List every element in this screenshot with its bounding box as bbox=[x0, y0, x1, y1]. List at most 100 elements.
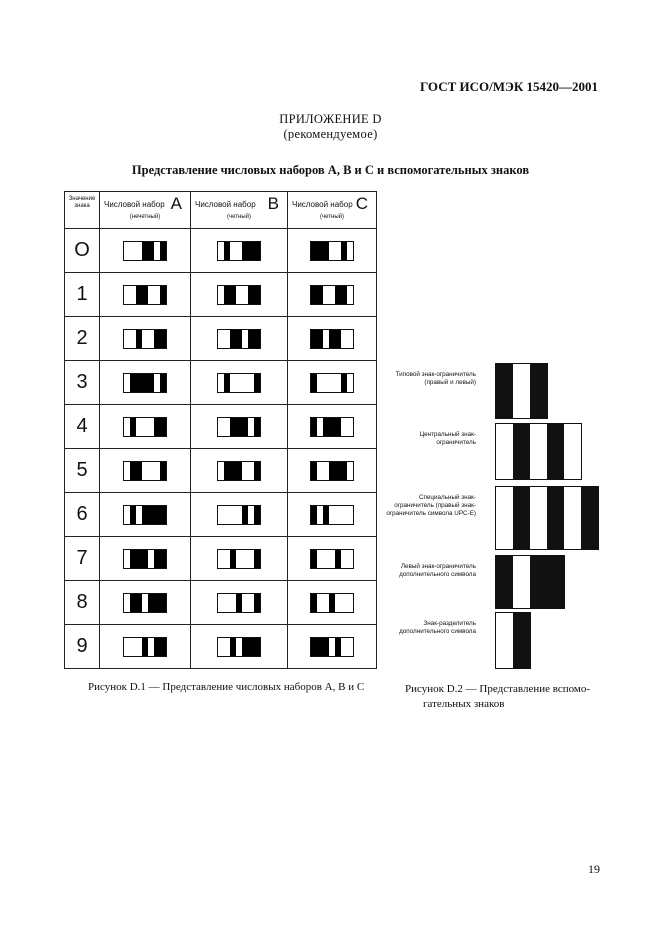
set-a-cell bbox=[99, 448, 191, 493]
barcode-c-6 bbox=[310, 504, 354, 525]
set-c-cell bbox=[287, 492, 377, 537]
set-c-letter: C bbox=[355, 194, 368, 213]
barcode-a-3 bbox=[123, 372, 167, 393]
bar-module bbox=[142, 241, 148, 260]
bar-module bbox=[224, 285, 230, 304]
table-row: 7 bbox=[64, 536, 377, 581]
bar-module bbox=[136, 549, 142, 568]
aux-pattern bbox=[495, 363, 548, 419]
bar-module bbox=[323, 417, 329, 436]
digit-value: 6 bbox=[64, 492, 100, 537]
bar-module bbox=[224, 373, 230, 392]
bar-module bbox=[254, 329, 260, 348]
bar-module bbox=[254, 461, 260, 480]
bar-module bbox=[130, 373, 136, 392]
set-a-cell bbox=[99, 228, 191, 273]
set-c-cell bbox=[287, 272, 377, 317]
bar-module bbox=[160, 329, 166, 348]
set-c-header: Числовой набор C (четный) bbox=[287, 191, 377, 229]
section-title: Представление числовых наборов A, B и C … bbox=[131, 163, 530, 177]
figure-d1-caption: Рисунок D.1 — Представление числовых наб… bbox=[88, 681, 365, 693]
set-a-letter: A bbox=[170, 194, 182, 213]
bar-module bbox=[513, 487, 530, 549]
bar-module bbox=[160, 505, 166, 524]
digit-value: 9 bbox=[64, 624, 100, 669]
bar-module bbox=[130, 549, 136, 568]
digit-value: 1 bbox=[64, 272, 100, 317]
bar-module bbox=[224, 241, 230, 260]
bar-module bbox=[136, 373, 142, 392]
set-a-cell bbox=[99, 536, 191, 581]
barcode-a-9 bbox=[123, 636, 167, 657]
barcode-b-0 bbox=[217, 240, 261, 261]
bar-module bbox=[341, 241, 347, 260]
bar-module bbox=[341, 373, 347, 392]
set-a-name: Числовой набор bbox=[104, 200, 165, 209]
bar-module bbox=[154, 593, 160, 612]
bar-module bbox=[160, 461, 166, 480]
set-c-cell bbox=[287, 404, 377, 449]
barcode-a-2 bbox=[123, 328, 167, 349]
set-c-name: Числовой набор bbox=[292, 200, 353, 209]
barcode-b-4 bbox=[217, 416, 261, 437]
bar-module bbox=[160, 593, 166, 612]
barcode-b-7 bbox=[217, 548, 261, 569]
set-a-cell bbox=[99, 360, 191, 405]
aux-label: Специальный знак-ограничитель (правый зн… bbox=[386, 494, 476, 517]
table-row: 8 bbox=[64, 580, 377, 625]
set-a-cell bbox=[99, 492, 191, 537]
table-row: 9 bbox=[64, 624, 377, 669]
bar-module bbox=[323, 637, 329, 656]
barcode-a-5 bbox=[123, 460, 167, 481]
barcode-b-5 bbox=[217, 460, 261, 481]
aux-label: Знак-разделитель дополнительного символа bbox=[399, 620, 476, 635]
bar-module bbox=[230, 417, 236, 436]
set-b-letter: B bbox=[267, 194, 279, 213]
bar-module bbox=[248, 329, 254, 348]
bar-module bbox=[236, 593, 242, 612]
bar-module bbox=[311, 593, 317, 612]
appendix-heading: ПРИЛОЖЕНИЕ D (рекомендуемое) bbox=[0, 112, 661, 142]
bar-module bbox=[136, 593, 142, 612]
table-row: 1 bbox=[64, 272, 377, 317]
bar-module bbox=[142, 285, 148, 304]
set-b-cell bbox=[190, 492, 288, 537]
bar-module bbox=[142, 549, 148, 568]
bar-module bbox=[248, 637, 254, 656]
table-header-row: Значение знака Числовой набор A (нечетны… bbox=[64, 191, 377, 229]
bar-module bbox=[513, 424, 530, 479]
barcode-a-1 bbox=[123, 284, 167, 305]
barcode-c-5 bbox=[310, 460, 354, 481]
figure-d2-caption-line2: гательных знаков bbox=[423, 698, 505, 710]
barcode-c-8 bbox=[310, 592, 354, 613]
bar-module bbox=[254, 505, 260, 524]
barcode-a-6 bbox=[123, 504, 167, 525]
figure-d2-caption: Рисунок D.2 — Представление вспомо- гате… bbox=[405, 682, 605, 712]
bar-module bbox=[311, 505, 317, 524]
set-c-parity: (четный) bbox=[320, 214, 344, 220]
bar-module bbox=[317, 329, 323, 348]
barcode-frame bbox=[217, 504, 261, 525]
bar-module bbox=[130, 461, 136, 480]
set-c-cell bbox=[287, 448, 377, 493]
set-b-cell bbox=[190, 404, 288, 449]
aux-pattern bbox=[495, 612, 531, 669]
bar-module bbox=[230, 549, 236, 568]
table-row: 2 bbox=[64, 316, 377, 361]
bar-module bbox=[142, 637, 148, 656]
bar-module bbox=[130, 417, 136, 436]
set-a-parity: (нечетный) bbox=[129, 214, 161, 220]
aux-label: Левый знак-ограничитель дополнительного … bbox=[399, 563, 476, 578]
digit-value: 4 bbox=[64, 404, 100, 449]
set-c-cell bbox=[287, 316, 377, 361]
bar-module bbox=[154, 549, 160, 568]
aux-pattern bbox=[495, 423, 582, 480]
bar-module bbox=[329, 461, 335, 480]
digit-value: 5 bbox=[64, 448, 100, 493]
bar-module bbox=[311, 637, 317, 656]
value-column-label: Значение знака bbox=[68, 196, 96, 209]
bar-module bbox=[130, 505, 136, 524]
bar-module bbox=[323, 241, 329, 260]
set-b-cell bbox=[190, 536, 288, 581]
digit-value: 3 bbox=[64, 360, 100, 405]
